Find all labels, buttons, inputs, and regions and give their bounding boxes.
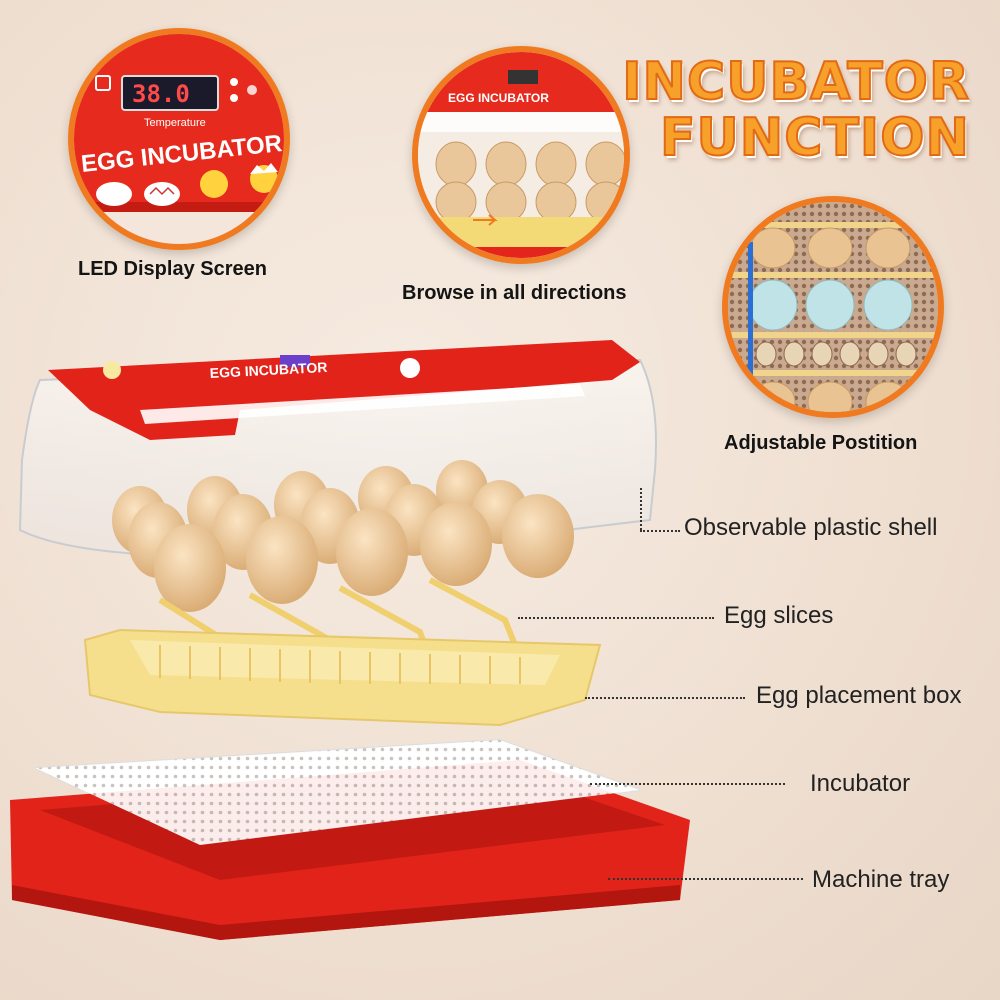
leader-shell-v (640, 488, 642, 530)
eggs-group (112, 460, 574, 612)
leader-machine-tray (608, 878, 803, 880)
part-label-incubator: Incubator (810, 770, 911, 797)
lcd-unit-label: Temperature (144, 117, 206, 129)
leader-egg-slices (518, 617, 714, 619)
leader-shell (640, 530, 680, 532)
part-label-placement-box: Egg placement box (756, 682, 962, 709)
part-label-shell: Observable plastic shell (684, 514, 938, 541)
lcd-reading: 38.0 (132, 80, 190, 108)
browse-illustration: EGG INCUBATOR (418, 52, 624, 258)
svg-text:EGG INCUBATOR: EGG INCUBATOR (448, 91, 549, 105)
feature-caption-adjustable: Adjustable Postition (724, 432, 918, 454)
adjustable-closeup (722, 196, 944, 418)
feature-caption-led: LED Display Screen (78, 258, 267, 280)
adjustable-illustration (728, 202, 938, 412)
leader-incubator (590, 783, 785, 785)
title-line-1: INCUBATOR (621, 52, 970, 112)
part-label-machine-tray: Machine tray (812, 866, 950, 893)
led-display-closeup: 38.0 Temperature EGG INCUBATOR (68, 28, 290, 250)
browse-closeup: EGG INCUBATOR (412, 46, 630, 264)
led-display-illustration: 38.0 Temperature EGG INCUBATOR (74, 34, 284, 244)
leader-placement-box (585, 697, 745, 699)
part-label-egg-slices: Egg slices (724, 602, 834, 629)
feature-caption-browse: Browse in all directions (402, 282, 627, 304)
title-line-2: FUNCTION (659, 108, 970, 168)
incubator-exploded-view: EGG INCUBATOR (10, 340, 690, 940)
svg-text:EGG INCUBATOR: EGG INCUBATOR (209, 359, 327, 381)
